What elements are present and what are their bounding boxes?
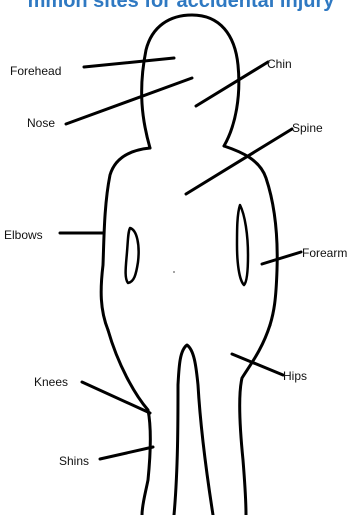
label-knees: Knees <box>34 375 68 389</box>
stray-dot <box>173 271 175 273</box>
left-leg-outline <box>108 330 150 515</box>
label-hips: Hips <box>283 369 307 383</box>
label-forehead: Forehead <box>10 64 61 78</box>
inner-legs-outline <box>174 345 213 515</box>
hips-pointer <box>232 354 283 375</box>
shins-pointer <box>100 447 153 459</box>
label-nose: Nose <box>27 116 55 130</box>
label-elbows: Elbows <box>4 228 43 242</box>
label-spine: Spine <box>292 121 323 135</box>
left-arm-gap <box>126 228 139 283</box>
forehead-pointer <box>84 58 174 67</box>
left-arm-outline <box>101 148 150 330</box>
spine-pointer <box>186 129 292 194</box>
head-outline <box>142 15 239 148</box>
label-chin: Chin <box>267 57 292 71</box>
label-forearm: Forearm <box>302 246 347 260</box>
page-title: mmon sites for accidental injury <box>0 0 362 13</box>
right-arm-gap <box>237 205 248 285</box>
right-arm-outline <box>224 146 277 325</box>
label-shins: Shins <box>59 454 89 468</box>
chin-pointer <box>196 62 268 106</box>
nose-pointer <box>66 78 192 124</box>
forearm-pointer <box>262 252 301 264</box>
right-leg-outline <box>240 325 270 515</box>
